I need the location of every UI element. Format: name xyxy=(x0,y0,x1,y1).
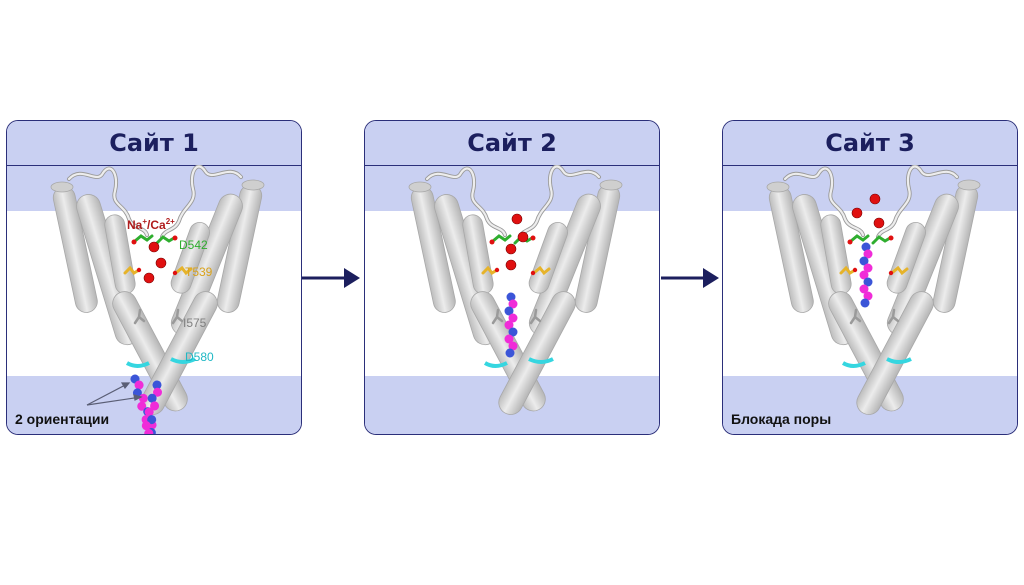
residue-label-i575: I575 xyxy=(183,316,207,330)
panel-title: Сайт 1 xyxy=(109,129,199,157)
arrow-right-icon xyxy=(661,262,721,294)
channel-diagram-site-3 xyxy=(723,165,1018,435)
residue-label-t539: T539 xyxy=(185,265,213,279)
panel-title: Сайт 2 xyxy=(467,129,557,157)
panel-site-1: Сайт 1 Na+/Ca2+ D542 T539 I575 D580 2 ор… xyxy=(6,120,302,435)
panel-header: Сайт 2 xyxy=(365,121,659,166)
channel-diagram-site-1: Na+/Ca2+ D542 T539 I575 D580 xyxy=(7,165,302,435)
panel-caption: 2 ориентации xyxy=(15,411,109,427)
residue-label-d580: D580 xyxy=(185,350,214,364)
ion xyxy=(512,214,522,224)
panel-header: Сайт 1 xyxy=(7,121,301,166)
channel-diagram-site-2 xyxy=(365,165,660,435)
ion xyxy=(506,260,516,270)
ion xyxy=(518,232,528,242)
panel-site-3: Сайт 3 Блокада поры xyxy=(722,120,1018,435)
ion xyxy=(144,273,154,283)
panel-site-2: Сайт 2 xyxy=(364,120,660,435)
ligand xyxy=(860,243,873,308)
ion xyxy=(506,244,516,254)
ion xyxy=(874,218,884,228)
ion xyxy=(149,242,159,252)
ion xyxy=(852,208,862,218)
arrow-right-icon xyxy=(302,262,362,294)
panel-title: Сайт 3 xyxy=(825,129,915,157)
ion xyxy=(156,258,166,268)
orientation-pointer-arrows xyxy=(87,383,141,405)
panel-caption: Блокада поры xyxy=(731,411,831,427)
ion xyxy=(870,194,880,204)
panel-header: Сайт 3 xyxy=(723,121,1017,166)
residue-label-d542: D542 xyxy=(179,238,208,252)
